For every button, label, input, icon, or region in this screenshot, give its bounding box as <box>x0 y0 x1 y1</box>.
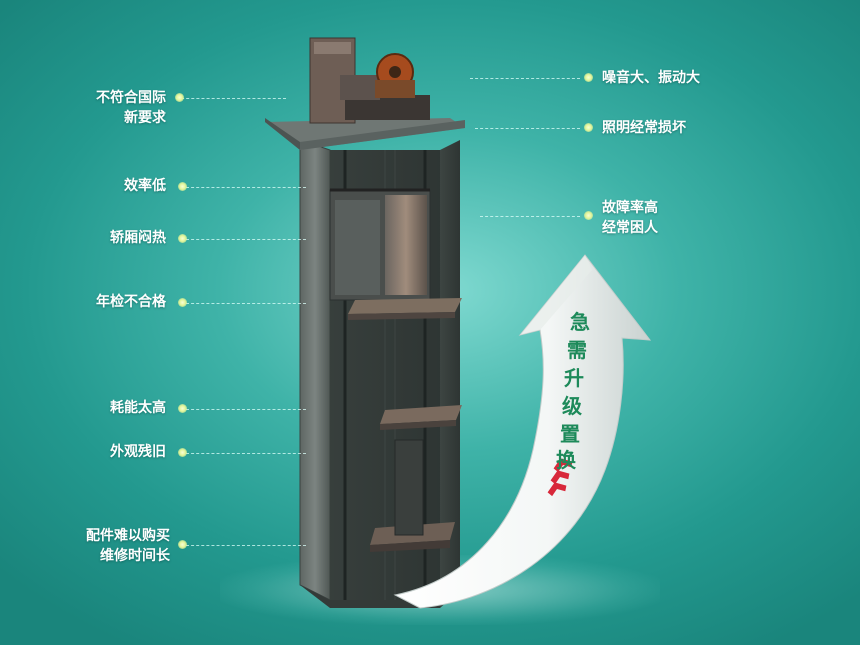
arrow-char-2: 需 <box>567 338 587 362</box>
issue-label-parts: 配件难以购买 维修时间长 <box>86 528 170 564</box>
issue-label-noise: 噪音大、振动大 <box>602 70 700 86</box>
leader-line <box>186 409 306 410</box>
upgrade-arrow-shape <box>393 254 652 609</box>
issue-label-failure: 故障率高 经常困人 <box>602 200 658 236</box>
chevron-icons <box>547 458 573 497</box>
issue-label-efficiency: 效率低 <box>124 178 166 194</box>
leader-line <box>186 239 306 240</box>
arrow-char-1: 急 <box>570 310 590 334</box>
marker-dot <box>178 298 187 307</box>
traction-machine <box>309 37 430 124</box>
issue-label-lighting: 照明经常损坏 <box>602 120 686 136</box>
shaft-right-wall <box>440 140 460 600</box>
issue-label-appearance: 外观残旧 <box>110 444 166 460</box>
leader-line <box>186 453 306 454</box>
marker-dot <box>178 540 187 549</box>
issue-label-inspection: 年检不合格 <box>96 294 166 310</box>
marker-dot <box>584 211 593 220</box>
marker-dot <box>178 234 187 243</box>
leader-line <box>176 98 286 99</box>
arrow-char-5: 置 <box>560 422 580 446</box>
marker-dot <box>584 123 593 132</box>
leader-line <box>475 128 580 129</box>
leader-line <box>470 78 580 79</box>
leader-line <box>480 216 580 217</box>
marker-dot <box>178 404 187 413</box>
shaft-left-wall <box>299 139 331 601</box>
elevator-cabin <box>329 188 431 301</box>
arrow-char-3: 升 <box>564 366 584 390</box>
issue-label-cabin-heat: 轿厢闷热 <box>110 230 166 246</box>
marker-dot <box>175 93 184 102</box>
arrow-char-4: 级 <box>562 394 582 418</box>
issue-label-standard: 不符合国际 新要求 <box>96 90 166 126</box>
leader-line <box>186 545 306 546</box>
machine-room-roof <box>265 118 465 150</box>
marker-dot <box>178 448 187 457</box>
marker-dot <box>178 182 187 191</box>
arrow-char-6: 换 <box>556 448 576 472</box>
marker-dot <box>584 73 593 82</box>
counterweight <box>394 439 424 536</box>
leader-line <box>186 303 306 304</box>
issue-label-energy: 耗能太高 <box>110 400 166 416</box>
leader-line <box>186 187 306 188</box>
